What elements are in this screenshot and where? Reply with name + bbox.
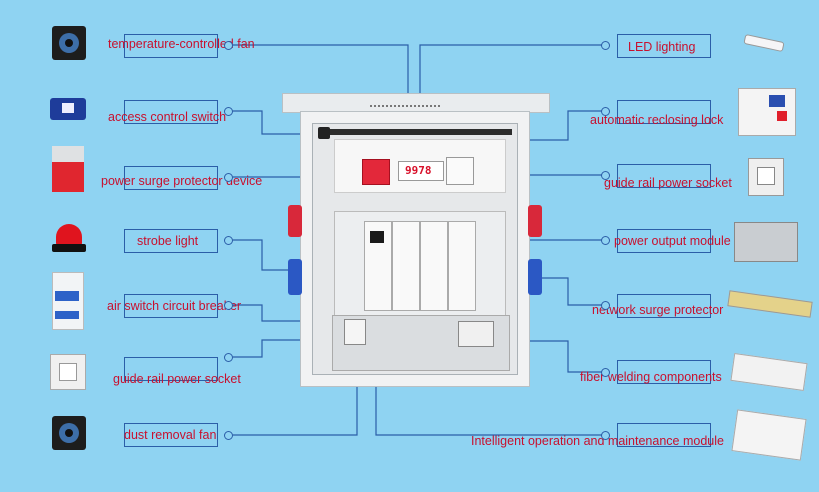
dot-access-switch — [224, 107, 233, 116]
label-dust-fan: dust removal fan — [124, 428, 217, 442]
power-supply-icon — [734, 222, 798, 262]
strobe-light-blue — [288, 259, 302, 295]
box-guide-socket-right — [617, 164, 711, 188]
strobe-light-red — [288, 205, 302, 237]
line-strobe-light — [233, 239, 298, 271]
label-access-switch: access control switch — [108, 110, 227, 124]
line-dust-fan — [233, 372, 358, 436]
strobe-light-red — [528, 205, 542, 237]
dot-intelligent-module — [601, 431, 610, 440]
box-fiber-welding — [617, 360, 711, 384]
box-access-switch — [124, 100, 218, 124]
module-slot — [392, 221, 420, 311]
fan-bracket — [318, 127, 330, 139]
dot-led — [601, 41, 610, 50]
display-readout: 9978 — [405, 164, 432, 177]
box-temperature-fan — [124, 34, 218, 58]
dot-network-surge — [601, 301, 610, 310]
module-slot — [448, 221, 476, 311]
fiber-unit — [458, 321, 494, 347]
dot-fiber-welding — [601, 368, 610, 377]
module-slot — [420, 221, 448, 311]
access-switch-icon — [50, 98, 86, 120]
socket-icon — [748, 158, 784, 196]
dot-temperature-fan — [224, 41, 233, 50]
breaker-unit — [344, 319, 366, 345]
label-fiber-welding: fiber welding components — [580, 370, 722, 384]
box-led — [617, 34, 711, 58]
breaker-icon — [52, 272, 84, 330]
dot-reclosing-lock — [601, 107, 610, 116]
box-dust-fan — [124, 423, 218, 447]
dot-guide-socket-right — [601, 171, 610, 180]
label-guide-socket-left: guide rail power socket — [113, 372, 241, 386]
box-power-output — [617, 229, 711, 253]
label-power-output: power output module — [614, 234, 731, 248]
strobe-light-icon — [52, 224, 86, 252]
panel-socket — [446, 157, 474, 185]
socket-icon — [50, 354, 86, 390]
label-guide-socket-right: guide rail power socket — [604, 176, 732, 190]
dot-power-output — [601, 236, 610, 245]
label-network-surge: network surge protector — [592, 303, 724, 317]
label-led: LED lighting — [628, 40, 696, 54]
reclosing-lock-icon — [738, 88, 796, 136]
line-access-switch — [233, 110, 322, 135]
digital-display: 9978 — [398, 161, 444, 181]
label-reclosing-lock: automatic reclosing lock — [590, 113, 724, 127]
dot-guide-socket-left — [224, 353, 233, 362]
fan-icon — [52, 416, 86, 450]
fan-icon — [52, 26, 86, 60]
surge-protector-unit — [362, 159, 390, 185]
dot-air-switch — [224, 301, 233, 310]
box-air-switch — [124, 294, 218, 318]
top-rail — [330, 129, 512, 135]
label-air-switch: air switch circuit breaker — [107, 299, 242, 313]
dot-strobe-light — [224, 236, 233, 245]
dot-surge-protector — [224, 173, 233, 182]
box-strobe-light — [124, 229, 218, 253]
box-guide-socket-left — [124, 357, 218, 381]
label-temperature-fan: temperature-controlled fan — [108, 37, 255, 51]
label-strobe-light: strobe light — [137, 234, 199, 248]
dot-dust-fan — [224, 431, 233, 440]
box-surge-protector — [124, 166, 218, 190]
label-surge-protector: power surge protector device — [101, 174, 263, 188]
label-intelligent-module: Intelligent operation and maintenance mo… — [471, 434, 724, 448]
strobe-light-blue — [528, 259, 542, 295]
box-reclosing-lock — [617, 100, 711, 124]
cabinet: 9978 — [282, 93, 550, 387]
surge-protector-icon — [52, 146, 84, 192]
cabinet-roof — [282, 93, 550, 113]
box-intelligent-module — [617, 423, 711, 447]
roof-vent — [370, 105, 440, 109]
box-network-surge — [617, 294, 711, 318]
module-screen — [370, 231, 384, 243]
